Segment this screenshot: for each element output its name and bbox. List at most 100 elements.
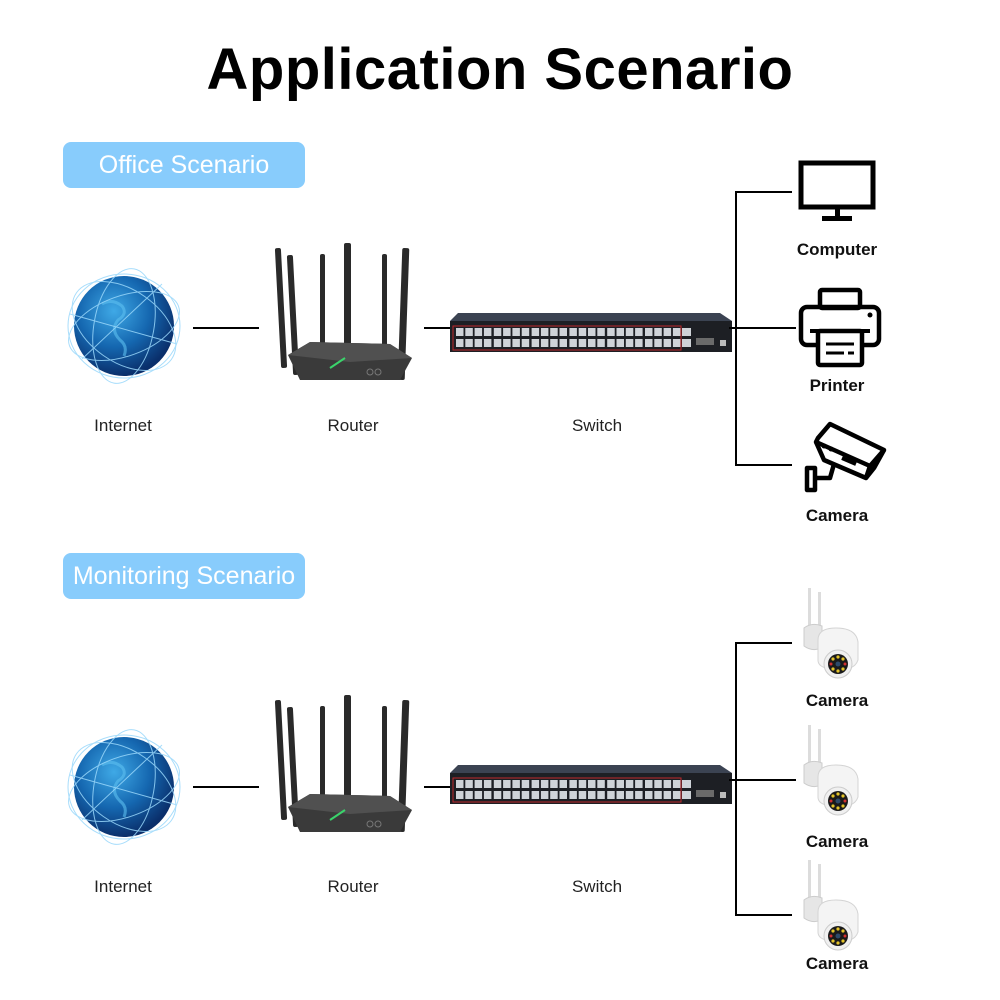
connector-line [193,786,259,788]
switch-port [588,328,596,336]
switch-port [578,328,587,336]
ptz-camera-icon [803,588,859,679]
switch-port [635,791,643,799]
switch-port [550,791,558,799]
scenario-badge: Office Scenario [63,142,305,188]
switch-port [597,328,605,336]
page-title: Application Scenario [206,37,794,102]
switch-port [635,339,643,347]
switch-port [512,339,520,347]
switch-port [550,328,558,336]
switch-port [616,780,624,788]
switch-port [607,339,615,347]
switch-port [474,339,483,347]
switch-port [493,791,502,799]
switch-port [540,339,549,347]
node-label: Router [327,416,379,435]
switch-port [465,780,473,788]
switch-port [483,780,492,788]
node-label: Internet [94,877,152,896]
globe-icon [67,268,181,384]
switch-port [559,328,567,336]
switch-icon [450,313,732,352]
switch-port [663,339,672,347]
switch-port [588,339,596,347]
switch-port [550,780,558,788]
switch-port [456,780,464,788]
switch-port [645,339,653,347]
cctv-camera-icon [804,421,887,493]
switch-port [645,328,653,336]
switch-port [663,780,672,788]
switch-port [607,328,615,336]
switch-port [456,328,464,336]
switch-port [531,339,540,347]
switch-port [616,328,624,336]
node-label: Router [327,877,379,896]
router-icon [274,695,412,833]
device-label: Camera [805,691,869,710]
connector-line [193,327,259,329]
switch-port [635,328,643,336]
printer-icon [798,287,882,368]
connector-line [424,786,452,788]
bus-line [735,191,737,465]
switch-port [540,328,549,336]
switch-port [569,328,577,336]
switch-port [569,339,577,347]
scenario-badge: Monitoring Scenario [63,553,305,599]
switch-port [663,791,672,799]
switch-port [474,791,483,799]
device-label: Camera [805,954,869,973]
switch-port [483,791,492,799]
switch-port [559,780,567,788]
switch-port [645,780,653,788]
connector-line [735,642,792,644]
switch-port [465,339,473,347]
switch-port [635,780,643,788]
switch-port [531,780,540,788]
switch-port [540,791,549,799]
switch-port [616,339,624,347]
switch-port [569,780,577,788]
switch-port [465,328,473,336]
switch-port [456,791,464,799]
switch-port [654,791,662,799]
switch-port [588,791,596,799]
ptz-camera-icon [803,725,859,816]
switch-port [493,339,502,347]
switch-port [654,328,662,336]
bus-line [735,642,737,916]
connector-line [729,779,796,781]
switch-port [483,328,492,336]
connector-line [735,464,792,466]
connector-line [735,914,792,916]
switch-port [483,339,492,347]
switch-port [503,339,511,347]
switch-port [597,339,605,347]
switch-port [456,339,464,347]
switch-port [625,791,634,799]
switch-port [672,328,681,336]
switch-port [493,780,502,788]
node-label: Switch [571,416,623,435]
switch-port [616,791,624,799]
switch-port [578,780,587,788]
device-label: Printer [809,376,865,395]
switch-port [540,780,549,788]
globe-icon [67,729,181,845]
switch-port [569,791,577,799]
switch-port [493,328,502,336]
monitor-icon [798,160,876,221]
switch-port [503,791,511,799]
switch-port [645,791,653,799]
switch-port [474,328,483,336]
switch-port [465,791,473,799]
switch-port [531,791,540,799]
switch-port [578,339,587,347]
switch-port [672,791,681,799]
switch-icon [450,765,732,804]
switch-port [559,791,567,799]
connector-line [729,327,796,329]
switch-port [559,339,567,347]
